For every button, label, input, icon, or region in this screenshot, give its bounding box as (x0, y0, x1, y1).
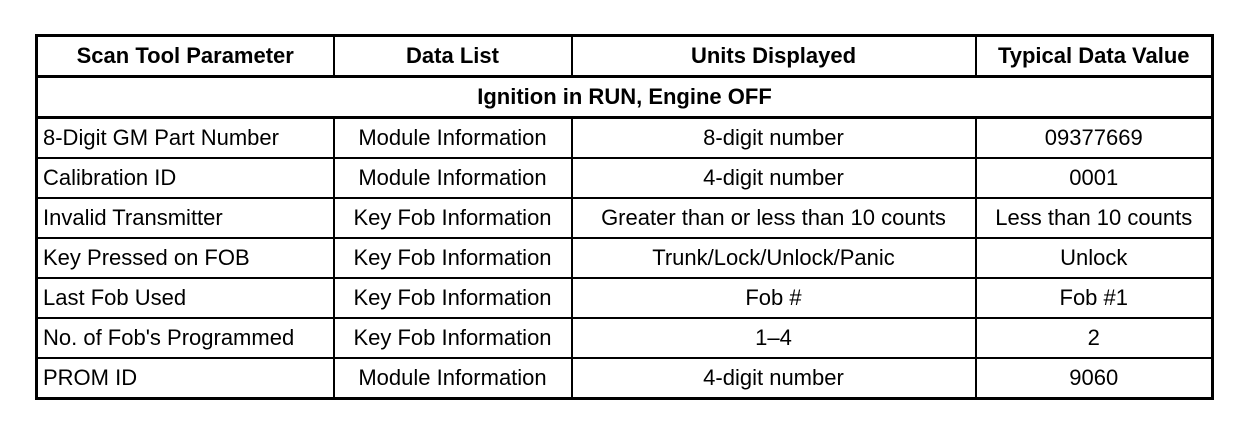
parameter-cell: PROM ID (35, 357, 335, 400)
typical-value-cell: Unlock (974, 237, 1214, 279)
units-cell: 4-digit number (570, 157, 977, 199)
parameter-cell: Last Fob Used (35, 277, 335, 319)
header-scan-tool-parameter: Scan Tool Parameter (35, 34, 335, 78)
typical-value-cell: 09377669 (974, 116, 1214, 159)
section-label: Ignition in RUN, Engine OFF (35, 75, 1214, 119)
typical-value-cell: Less than 10 counts (974, 197, 1214, 239)
units-cell: 1–4 (570, 317, 977, 359)
parameter-cell: Key Pressed on FOB (35, 237, 335, 279)
header-data-list: Data List (332, 34, 573, 78)
table-row: PROM ID Module Information 4-digit numbe… (35, 357, 1214, 400)
units-cell: 4-digit number (570, 357, 977, 400)
table-row: 8-Digit GM Part Number Module Informatio… (35, 116, 1214, 159)
typical-value-cell: Fob #1 (974, 277, 1214, 319)
parameter-cell: Invalid Transmitter (35, 197, 335, 239)
parameter-cell: 8-Digit GM Part Number (35, 116, 335, 159)
parameter-cell: No. of Fob's Programmed (35, 317, 335, 359)
parameter-cell: Calibration ID (35, 157, 335, 199)
section-row: Ignition in RUN, Engine OFF (35, 75, 1214, 119)
typical-value-cell: 9060 (974, 357, 1214, 400)
header-units-displayed: Units Displayed (570, 34, 977, 78)
data-list-cell: Key Fob Information (332, 277, 573, 319)
units-cell: Trunk/Lock/Unlock/Panic (570, 237, 977, 279)
table-row: Invalid Transmitter Key Fob Information … (35, 197, 1214, 239)
units-cell: Fob # (570, 277, 977, 319)
data-list-cell: Module Information (332, 357, 573, 400)
header-typical-data-value: Typical Data Value (974, 34, 1214, 78)
data-list-cell: Module Information (332, 157, 573, 199)
data-list-cell: Key Fob Information (332, 317, 573, 359)
typical-value-cell: 0001 (974, 157, 1214, 199)
data-list-cell: Key Fob Information (332, 237, 573, 279)
table-row: Last Fob Used Key Fob Information Fob # … (35, 277, 1214, 319)
table-row: Calibration ID Module Information 4-digi… (35, 157, 1214, 199)
scan-tool-data-table: Scan Tool Parameter Data List Units Disp… (35, 34, 1214, 400)
header-row: Scan Tool Parameter Data List Units Disp… (35, 34, 1214, 78)
typical-value-cell: 2 (974, 317, 1214, 359)
data-list-cell: Module Information (332, 116, 573, 159)
units-cell: 8-digit number (570, 116, 977, 159)
table-row: No. of Fob's Programmed Key Fob Informat… (35, 317, 1214, 359)
data-list-cell: Key Fob Information (332, 197, 573, 239)
units-cell: Greater than or less than 10 counts (570, 197, 977, 239)
table-row: Key Pressed on FOB Key Fob Information T… (35, 237, 1214, 279)
